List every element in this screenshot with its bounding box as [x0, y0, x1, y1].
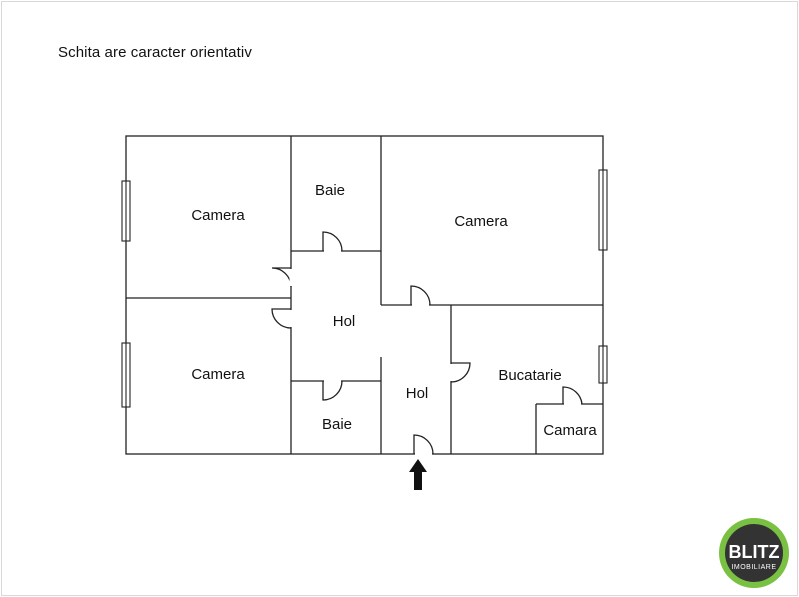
- arrow-up-icon: [409, 459, 427, 490]
- room-label-baie: Baie: [315, 182, 345, 199]
- outer-wall: [125, 135, 604, 455]
- room-label-camera: Camera: [454, 213, 508, 230]
- door-swing: [322, 231, 343, 252]
- blitz-logo: BLITZ IMOBILIARE: [719, 518, 789, 588]
- window: [121, 180, 131, 242]
- door-swing: [413, 434, 434, 455]
- room-label-baie: Baie: [322, 416, 352, 433]
- room-label-camara: Camara: [543, 422, 597, 439]
- window: [598, 345, 608, 384]
- room-label-camera: Camera: [191, 207, 245, 224]
- door-swing: [322, 380, 343, 401]
- disclaimer-text: Schita are caracter orientativ: [58, 44, 252, 61]
- room-label-hol: Hol: [333, 313, 356, 330]
- door-swing: [410, 285, 431, 306]
- room-label-hol: Hol: [406, 385, 429, 402]
- logo-disc: [725, 524, 783, 582]
- room-label-bucatarie: Bucatarie: [498, 367, 561, 384]
- logo-word: BLITZ: [729, 542, 780, 562]
- logo-sub: IMOBILIARE: [731, 564, 776, 571]
- window: [121, 342, 131, 408]
- door-swing: [271, 267, 292, 288]
- door-swing: [562, 386, 583, 405]
- door-swing: [450, 362, 471, 383]
- window: [598, 169, 608, 251]
- door-swing: [271, 308, 292, 329]
- room-label-camera: Camera: [191, 366, 245, 383]
